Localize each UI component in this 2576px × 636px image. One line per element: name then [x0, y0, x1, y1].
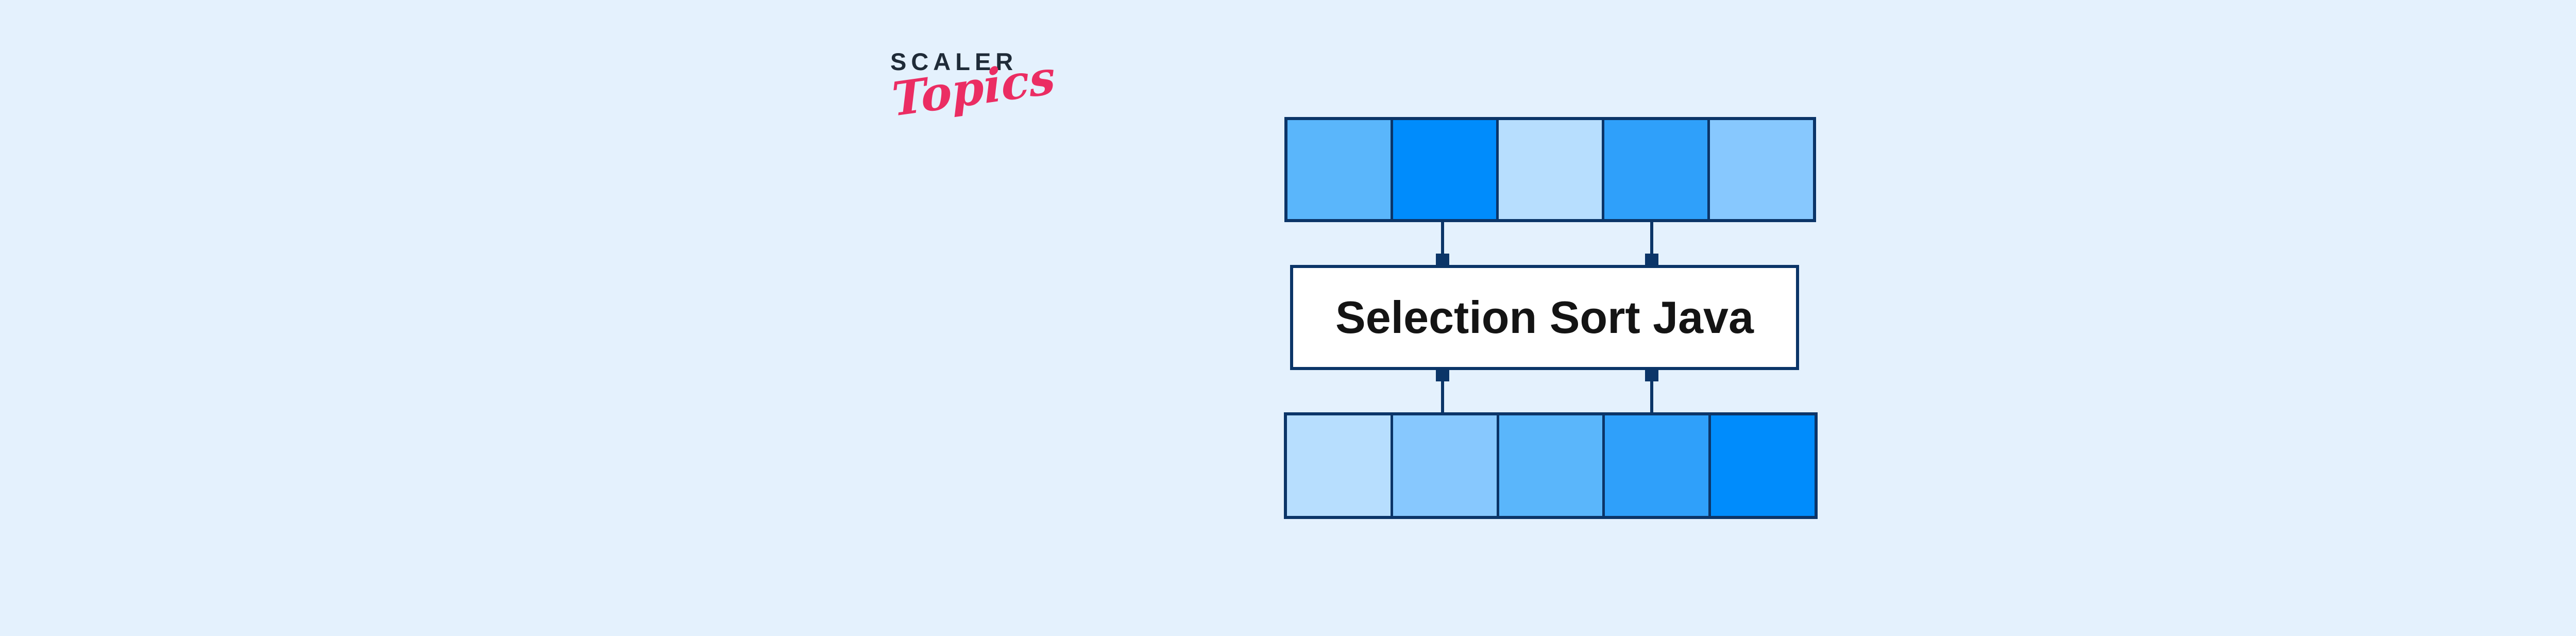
- array-cell: [1602, 120, 1707, 219]
- array-cell: [1707, 120, 1813, 219]
- logo-brand-text: SCALER: [890, 48, 1018, 75]
- connector-line-top-left: [1441, 222, 1444, 255]
- sorted-array-row: [1284, 412, 1818, 519]
- connector-plug-top-right: [1645, 254, 1658, 265]
- array-cell: [1496, 120, 1602, 219]
- scaler-topics-logo: SCALER Topics: [890, 48, 1057, 127]
- array-cell: [1390, 415, 1497, 516]
- connector-plug-bottom-left: [1436, 370, 1449, 381]
- connector-line-bottom-right: [1650, 381, 1653, 413]
- connector-line-top-right: [1650, 222, 1653, 255]
- array-cell: [1391, 120, 1496, 219]
- array-cell: [1287, 120, 1391, 219]
- connector-plug-bottom-right: [1645, 370, 1658, 381]
- array-cell: [1602, 415, 1709, 516]
- unsorted-array-row: [1284, 117, 1816, 222]
- array-cell: [1708, 415, 1815, 516]
- connector-line-bottom-left: [1441, 381, 1444, 413]
- diagram-title: Selection Sort Java: [1335, 292, 1754, 343]
- title-box: Selection Sort Java: [1290, 265, 1799, 370]
- connector-plug-top-left: [1436, 254, 1449, 265]
- array-cell: [1496, 415, 1603, 516]
- array-cell: [1287, 415, 1391, 516]
